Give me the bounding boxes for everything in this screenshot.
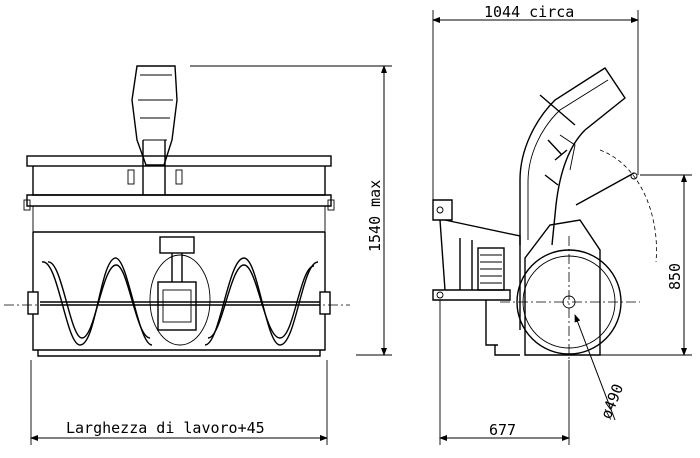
front-view — [4, 65, 350, 357]
working-width-label: Larghezza di lavoro+45 — [66, 419, 265, 437]
side-view — [432, 67, 657, 360]
housing-front — [23, 155, 335, 357]
overall-length-label: 1044 circa — [484, 3, 574, 21]
discharge-chute-front — [127, 65, 183, 195]
discharge-chute-side — [519, 67, 638, 246]
dimension-lines — [30, 10, 692, 445]
three-point-hitch — [432, 199, 521, 356]
rotor-diameter-label: ø490 — [597, 381, 627, 421]
gearbox-front — [157, 236, 197, 331]
height-850-label: 850 — [666, 263, 684, 290]
auger-front — [27, 254, 331, 346]
chute-swing-arc — [599, 149, 657, 263]
housing-side — [524, 219, 601, 356]
depth-677-label: 677 — [489, 421, 516, 439]
max-height-label: 1540 max — [366, 180, 384, 252]
